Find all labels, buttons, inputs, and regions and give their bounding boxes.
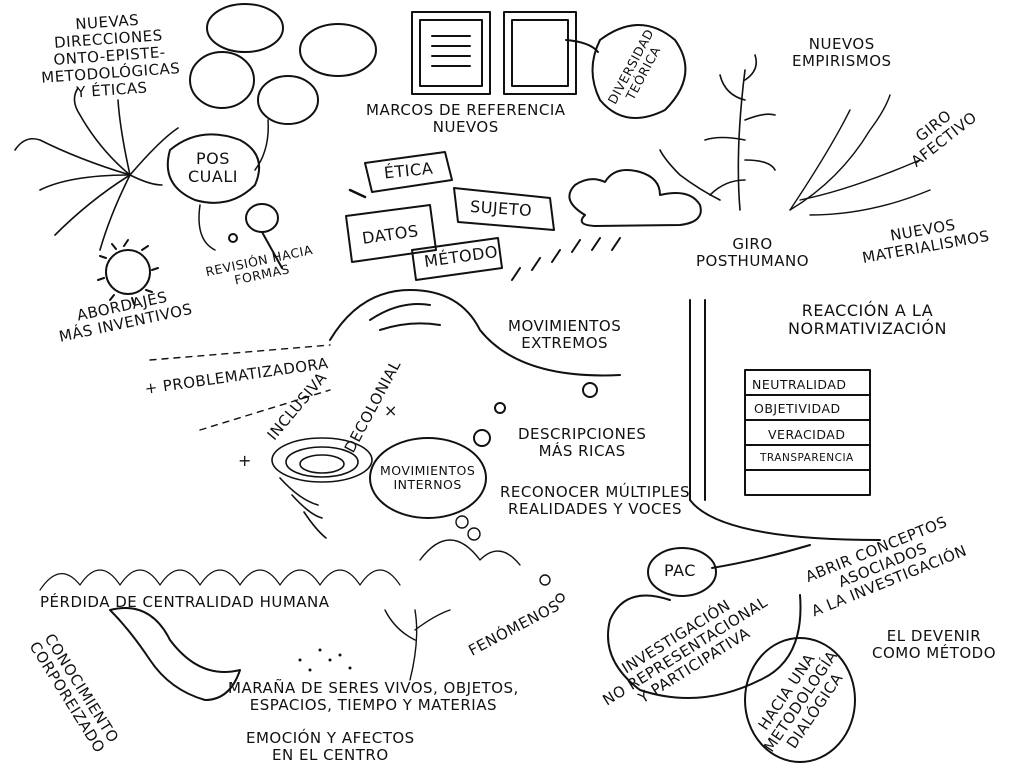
magnifier-icon	[228, 203, 283, 269]
leafy-branch-icon	[789, 94, 931, 216]
plus-mark: +	[238, 451, 252, 470]
label-emocion-afectos: EMOCIÓN Y AFECTOS EN EL CENTRO	[246, 729, 415, 764]
fern-icon	[659, 54, 776, 211]
label-giro-posthumano: GIRO POSTHUMANO	[696, 235, 810, 270]
ribbon-shape	[109, 607, 241, 701]
pac-balloon	[647, 544, 811, 597]
sea-creature-icon	[384, 609, 451, 681]
tornado-icon	[271, 437, 373, 539]
wall-row-neutralidad: NEUTRALIDAD	[752, 377, 847, 392]
wall-row-veracidad: VERACIDAD	[768, 427, 846, 442]
label-perdida-centralidad: PÉRDIDA DE CENTRALIDAD HUMANA	[40, 593, 330, 611]
label-pos-cuali: POS CUALI	[188, 149, 238, 186]
ground-plants	[39, 569, 401, 591]
label-marana-seres: MARAÑA DE SERES VIVOS, OBJETOS, ESPACIOS…	[228, 679, 519, 714]
wall-row-objetividad: OBJETIVIDAD	[754, 401, 841, 416]
connector-lines	[149, 344, 331, 431]
sun-icon	[97, 239, 159, 305]
label-nuevas-direcciones: NUEVAS DIRECCIONES ONTO-EPISTE- METODOLÓ…	[40, 10, 181, 102]
label-marcos-referencia: MARCOS DE REFERENCIA NUEVOS	[366, 101, 566, 136]
wave-icon	[329, 289, 621, 377]
pollen-dots	[298, 648, 352, 672]
label-reaccion-normativizacion: REACCIÓN A LA NORMATIVIZACIÓN	[788, 301, 947, 338]
branch-shrub-icon	[14, 87, 179, 251]
label-nuevos-empirismos: NUEVOS EMPIRISMOS	[792, 35, 892, 70]
pos-cuali-balloon	[166, 133, 260, 204]
movimientos-internos-balloon	[369, 437, 487, 519]
diversidad-balloon	[591, 24, 687, 119]
label-reconocer-multiples: RECONOCER MÚLTIPLES REALIDADES Y VOCES	[500, 483, 691, 518]
hacia-metodologia-balloon	[744, 637, 856, 763]
bubbles-top	[189, 3, 377, 125]
label-descripciones-ricas: DESCRIPCIONES MÁS RICAS	[518, 425, 647, 460]
wall-structure	[689, 299, 881, 541]
label-movimientos-internos: MOVIMIENTOS INTERNOS	[380, 463, 476, 492]
cross-mark: ×	[384, 401, 398, 420]
label-movimientos-extremos: MOVIMIENTOS EXTREMOS	[508, 317, 622, 352]
label-pac: PAC	[664, 561, 696, 580]
rain-cloud-icon	[511, 169, 702, 281]
small-shrub-icon	[419, 515, 565, 603]
tag-shapes	[345, 151, 555, 281]
label-el-devenir: EL DEVENIR COMO MÉTODO	[872, 627, 997, 662]
frames-icon	[411, 11, 599, 95]
wall-row-transparencia: TRANSPARENCIA	[760, 452, 854, 464]
spiral-line	[607, 594, 802, 699]
